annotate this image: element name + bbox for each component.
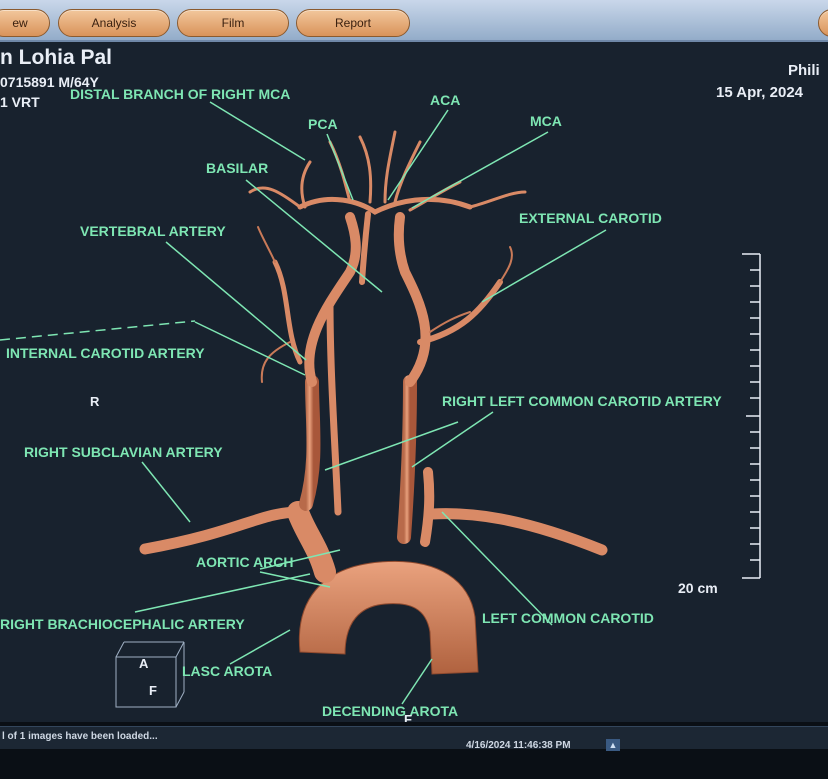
vessel-rendering — [0, 101, 761, 708]
right-vertebral-vessel — [326, 298, 342, 516]
external-carotid-vessel — [417, 279, 503, 345]
label-basilar: BASILAR — [206, 160, 269, 176]
cube-label-a: A — [139, 656, 149, 671]
patient-id: 0715891 M/64Y — [0, 74, 99, 90]
left-cca-branch-vessel — [420, 467, 435, 547]
label-aca: ACA — [430, 92, 461, 108]
label-pca: PCA — [308, 116, 338, 132]
label-vertebral-artery: VERTEBRAL ARTERY — [80, 223, 226, 239]
timestamp: 4/16/2024 11:46:38 PM — [466, 740, 571, 751]
right-common-carotid-vessel — [299, 375, 321, 511]
orientation-right: R — [90, 394, 100, 409]
scale-label: 20 cm — [678, 580, 718, 596]
label-descending-aorta: DECENDING AROTA — [322, 703, 459, 719]
label-external-carotid: EXTERNAL CAROTID — [519, 210, 662, 226]
right-external-carotid-vessel — [272, 259, 303, 365]
status-bar: l of 1 images have been loaded... 4/16/2… — [0, 726, 828, 751]
status-area: l of 1 images have been loaded... 4/16/2… — [0, 722, 828, 779]
label-left-common-carotid: LEFT COMMON CAROTID — [482, 610, 654, 626]
chevron-up-icon[interactable]: ▲ — [606, 739, 620, 751]
tab-analysis[interactable]: Analysis — [58, 9, 170, 37]
label-distal-mca: DISTAL BRANCH OF RIGHT MCA — [70, 86, 291, 102]
study-date: 15 Apr, 2024 — [716, 84, 804, 101]
label-internal-carotid: INTERNAL CAROTID ARTERY — [6, 345, 205, 361]
view-type: 1 VRT — [0, 94, 40, 110]
toolbar: ew Analysis Film Report — [0, 0, 828, 42]
circle-of-willis-vessel — [297, 196, 473, 215]
right-internal-carotid-vessel — [304, 212, 361, 387]
right-subclavian-vessel — [139, 506, 306, 555]
image-viewport[interactable]: n Lohia Pal 0715891 M/64Y 1 VRT Phili 15… — [0, 42, 828, 727]
label-mca: MCA — [530, 113, 562, 129]
scale-bar — [742, 253, 761, 579]
load-status: l of 1 images have been loaded... — [2, 731, 158, 742]
label-asc-aorta: LASC AROTA — [182, 663, 273, 679]
vendor-name: Phili — [788, 62, 820, 79]
patient-name: n Lohia Pal — [0, 46, 113, 69]
tab-film[interactable]: Film — [177, 9, 289, 37]
dashed-reference-line — [0, 320, 196, 341]
left-internal-carotid-vessel — [393, 212, 431, 387]
basilar-vessel — [359, 211, 371, 285]
left-common-carotid-vessel — [397, 375, 417, 544]
cerebral-branches — [248, 130, 527, 212]
tab-view[interactable]: ew — [0, 9, 50, 37]
left-subclavian-vessel — [426, 508, 608, 556]
orientation-bottom: F — [404, 712, 412, 727]
orientation-cube[interactable] — [115, 641, 185, 708]
small-branches — [257, 226, 513, 383]
cube-label-f: F — [149, 683, 157, 698]
brachiocephalic-vessel — [287, 501, 336, 583]
label-aortic-arch: AORTIC ARCH — [196, 554, 294, 570]
tab-partial[interactable] — [818, 9, 828, 37]
label-right-subclavian: RIGHT SUBCLAVIAN ARTERY — [24, 444, 223, 460]
annotation-arrows — [134, 101, 607, 705]
label-right-brachiocephalic: RIGHT BRACHIOCEPHALIC ARTERY — [0, 616, 245, 632]
tab-report[interactable]: Report — [296, 9, 410, 37]
label-common-carotid: RIGHT LEFT COMMON CAROTID ARTERY — [442, 393, 722, 409]
